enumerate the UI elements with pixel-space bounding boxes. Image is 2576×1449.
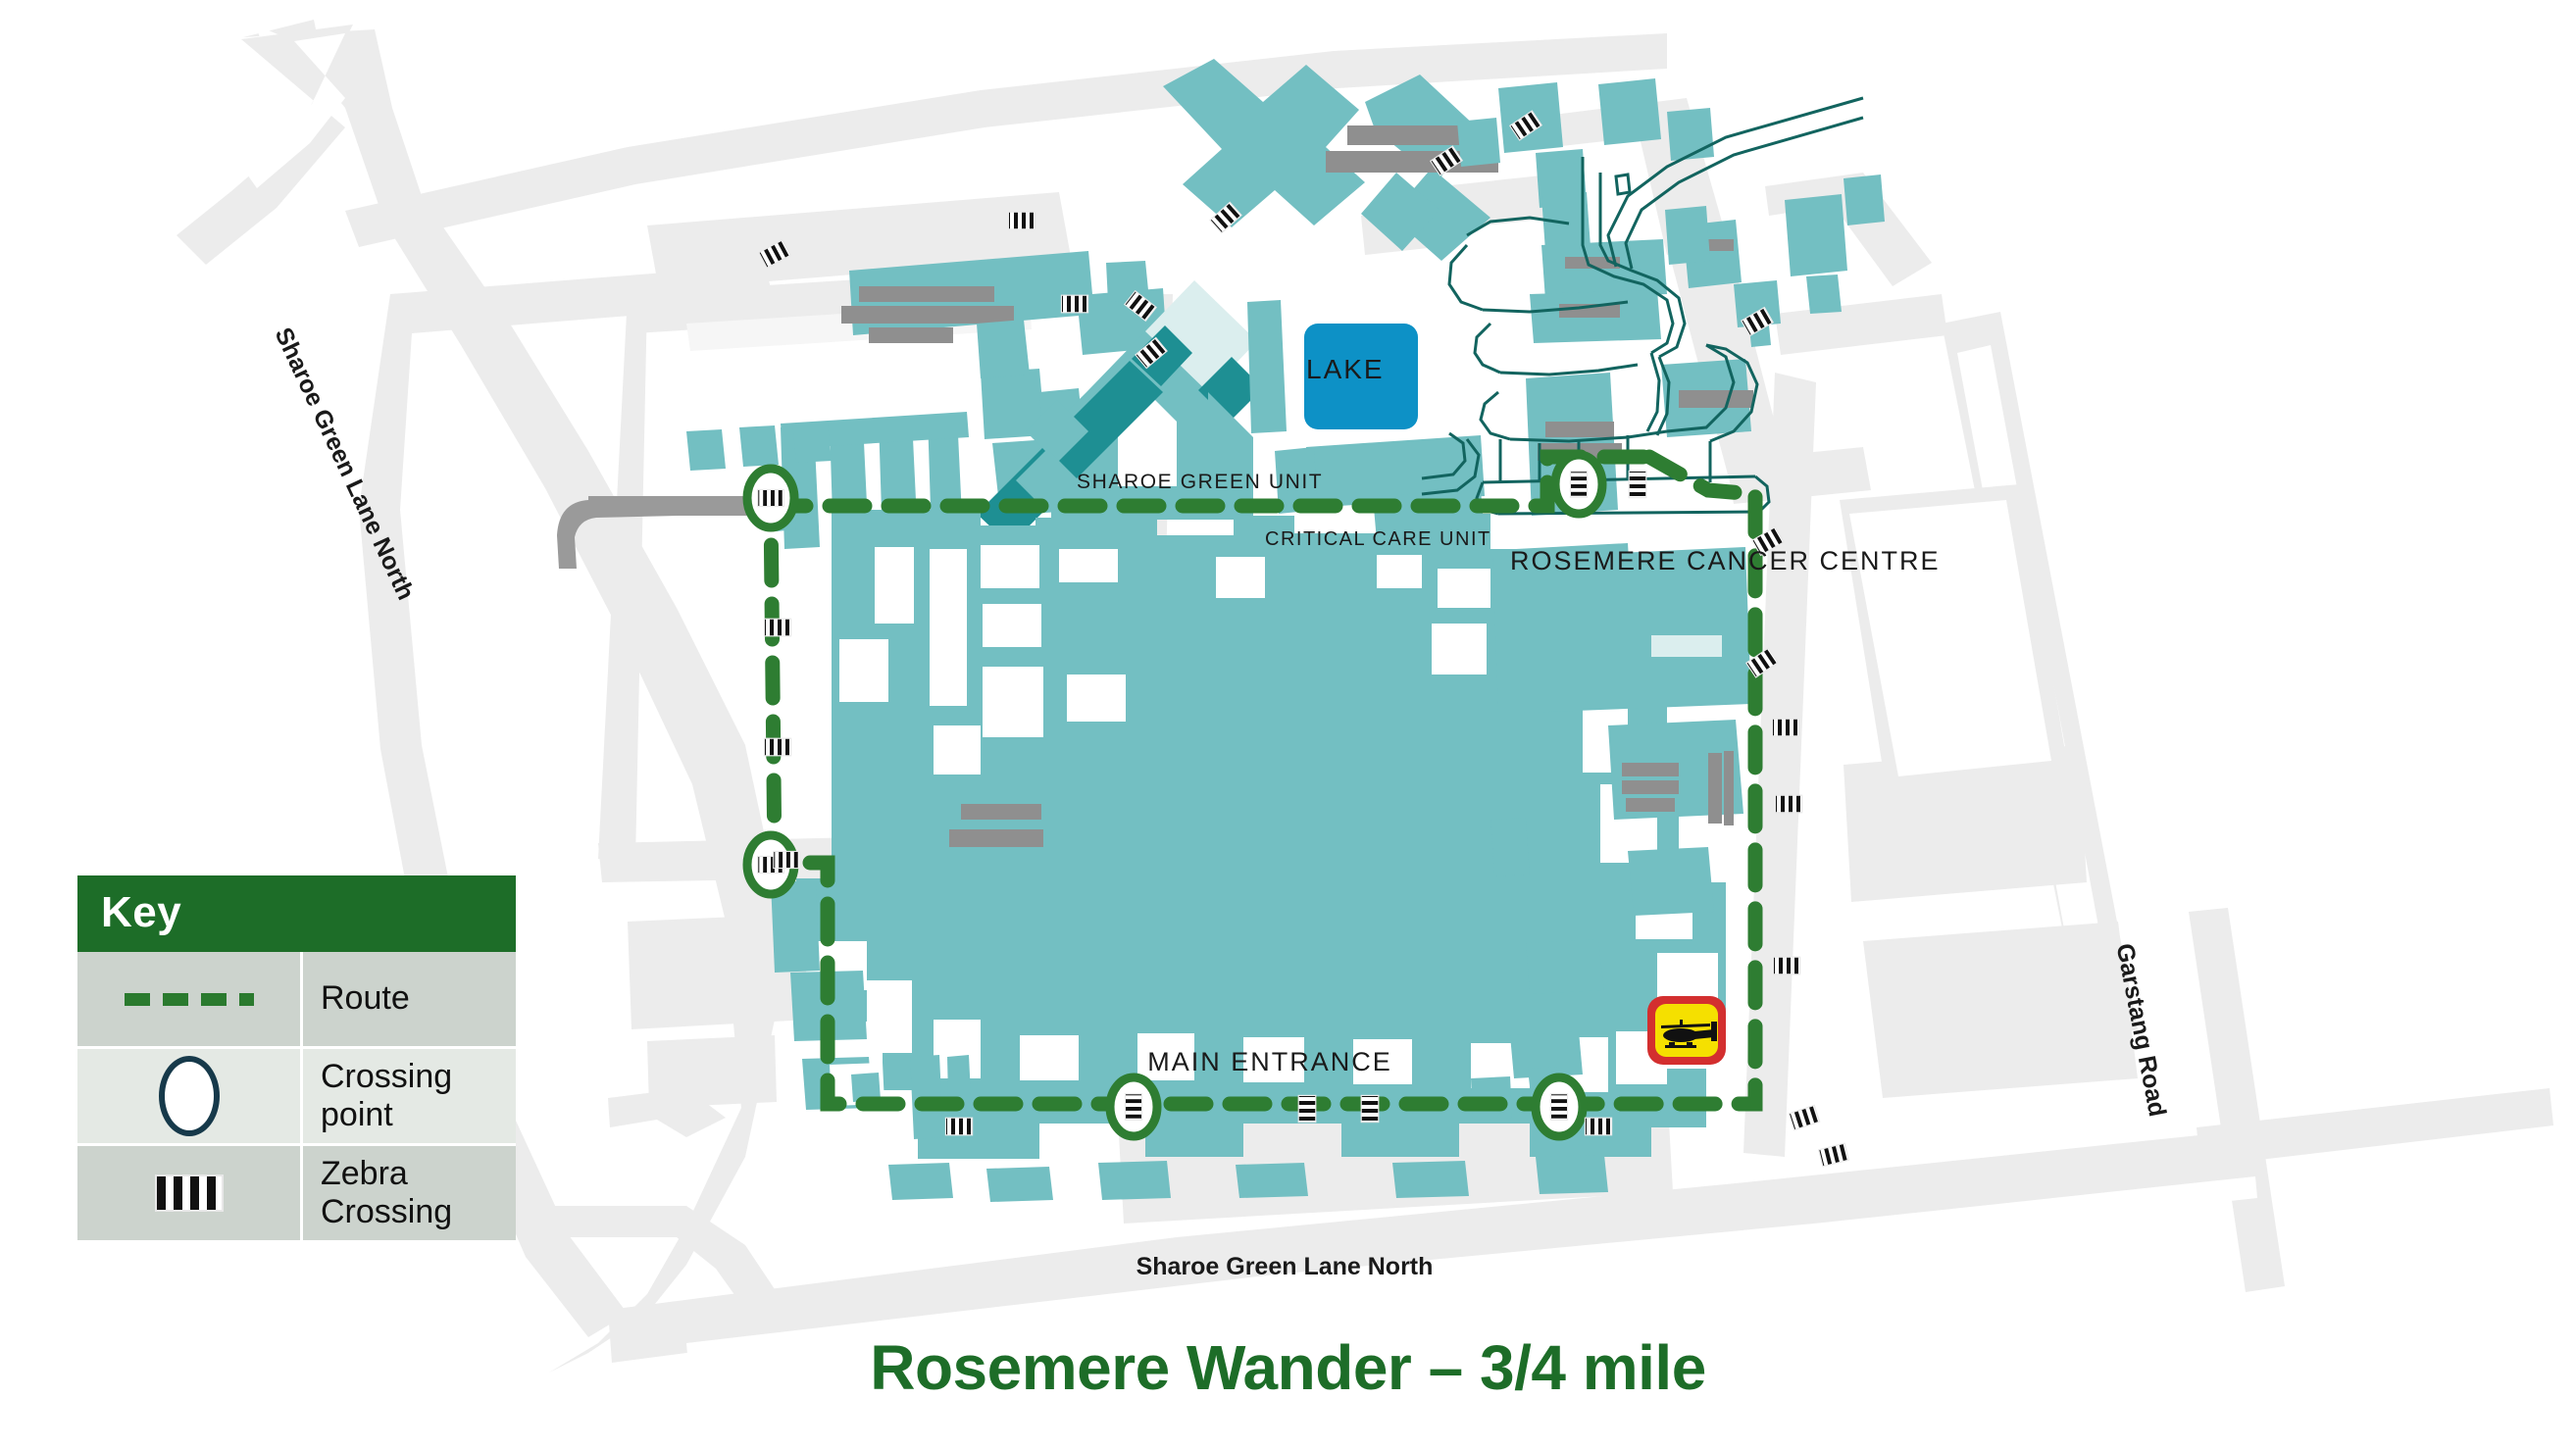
northeast-loop-paths	[1421, 96, 1864, 516]
map-title: Rosemere Wander – 3/4 mile	[870, 1332, 1706, 1403]
crossing-point-ellipse-icon	[158, 1056, 220, 1136]
crossing-point	[1550, 450, 1607, 519]
legend-row-crossing-point: Crossing point	[77, 1046, 516, 1143]
helipad-sign	[1647, 996, 1726, 1065]
crossing-point	[1531, 1073, 1588, 1141]
crossing-point	[1105, 1073, 1162, 1141]
legend-row-zebra-crossing: Zebra Crossing	[77, 1143, 516, 1240]
map-key-legend: Key Route Crossing point Zebra Crossing	[77, 875, 516, 1240]
legend-label-crossing-point: Crossing point	[300, 1049, 516, 1143]
lake-shape	[1304, 324, 1418, 429]
legend-label-route: Route	[300, 952, 516, 1046]
legend-label-zebra-crossing: Zebra Crossing	[300, 1146, 516, 1240]
crossing-points	[742, 450, 1607, 1141]
legend-symbol-cell	[77, 1049, 300, 1143]
campus-buildings	[686, 59, 1885, 1202]
legend-symbol-cell	[77, 952, 300, 1046]
walking-route	[763, 449, 1763, 1112]
route-dashed-line-icon	[124, 992, 254, 1006]
legend-symbol-cell	[77, 1146, 300, 1240]
zebra-crossing-icon	[154, 1174, 224, 1212]
legend-row-route: Route	[77, 952, 516, 1046]
grey-access-road	[557, 496, 763, 569]
helicopter-icon	[1661, 1020, 1717, 1048]
legend-header: Key	[77, 875, 516, 952]
crossing-point	[742, 464, 799, 532]
